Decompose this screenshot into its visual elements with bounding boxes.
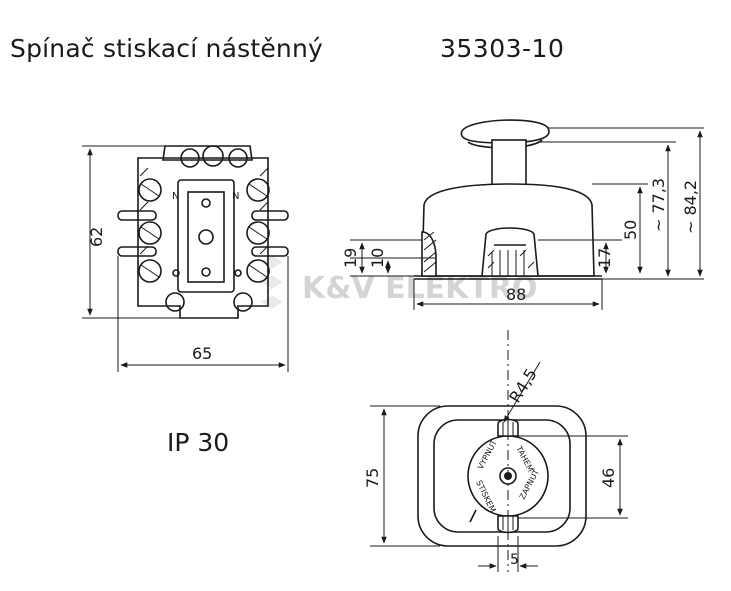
dial-label-vypnut: VYPNUT bbox=[476, 438, 499, 471]
dim-65: 65 bbox=[192, 344, 212, 363]
dim-50: 50 bbox=[621, 220, 640, 240]
top-dimensions: 75 46 R4,5 5 bbox=[363, 361, 628, 572]
dim-r4-5: R4,5 bbox=[505, 365, 540, 406]
dim-77-3: ~ 77,3 bbox=[649, 178, 668, 232]
ip-rating: IP 30 bbox=[167, 428, 230, 457]
dim-17: 17 bbox=[595, 248, 614, 268]
dim-19: 19 bbox=[341, 248, 360, 268]
front-dimensions: 62 65 bbox=[82, 145, 289, 372]
terminal-mark-left: N bbox=[172, 191, 179, 202]
dim-75: 75 bbox=[363, 468, 382, 488]
dim-46: 46 bbox=[599, 468, 618, 488]
dim-5: 5 bbox=[510, 552, 519, 568]
dim-84-2: ~ 84,2 bbox=[681, 180, 700, 234]
product-code: 35303-10 bbox=[440, 34, 565, 63]
watermark-text: K&V ELEKTRO bbox=[302, 271, 538, 306]
side-dimensions: 19 10 17 50 ~ 77,3 ~ 84,2 88 bbox=[341, 127, 704, 310]
terminal-screws bbox=[138, 178, 270, 312]
front-view: N N bbox=[117, 145, 289, 319]
dial-label-zapnut: ZAPNUT bbox=[518, 468, 541, 501]
top-view: VYPNUT TAHEM STISKEM ZAPNUT bbox=[417, 330, 587, 572]
terminal-mark-right: N bbox=[232, 191, 239, 202]
dim-88: 88 bbox=[506, 285, 526, 304]
watermark-logo: K&V ELEKTRO bbox=[261, 255, 538, 309]
side-view bbox=[414, 119, 602, 280]
diagram-title: Spínač stiskací nástěnný bbox=[10, 34, 323, 63]
dim-10: 10 bbox=[368, 248, 387, 268]
dim-62: 62 bbox=[87, 227, 106, 247]
